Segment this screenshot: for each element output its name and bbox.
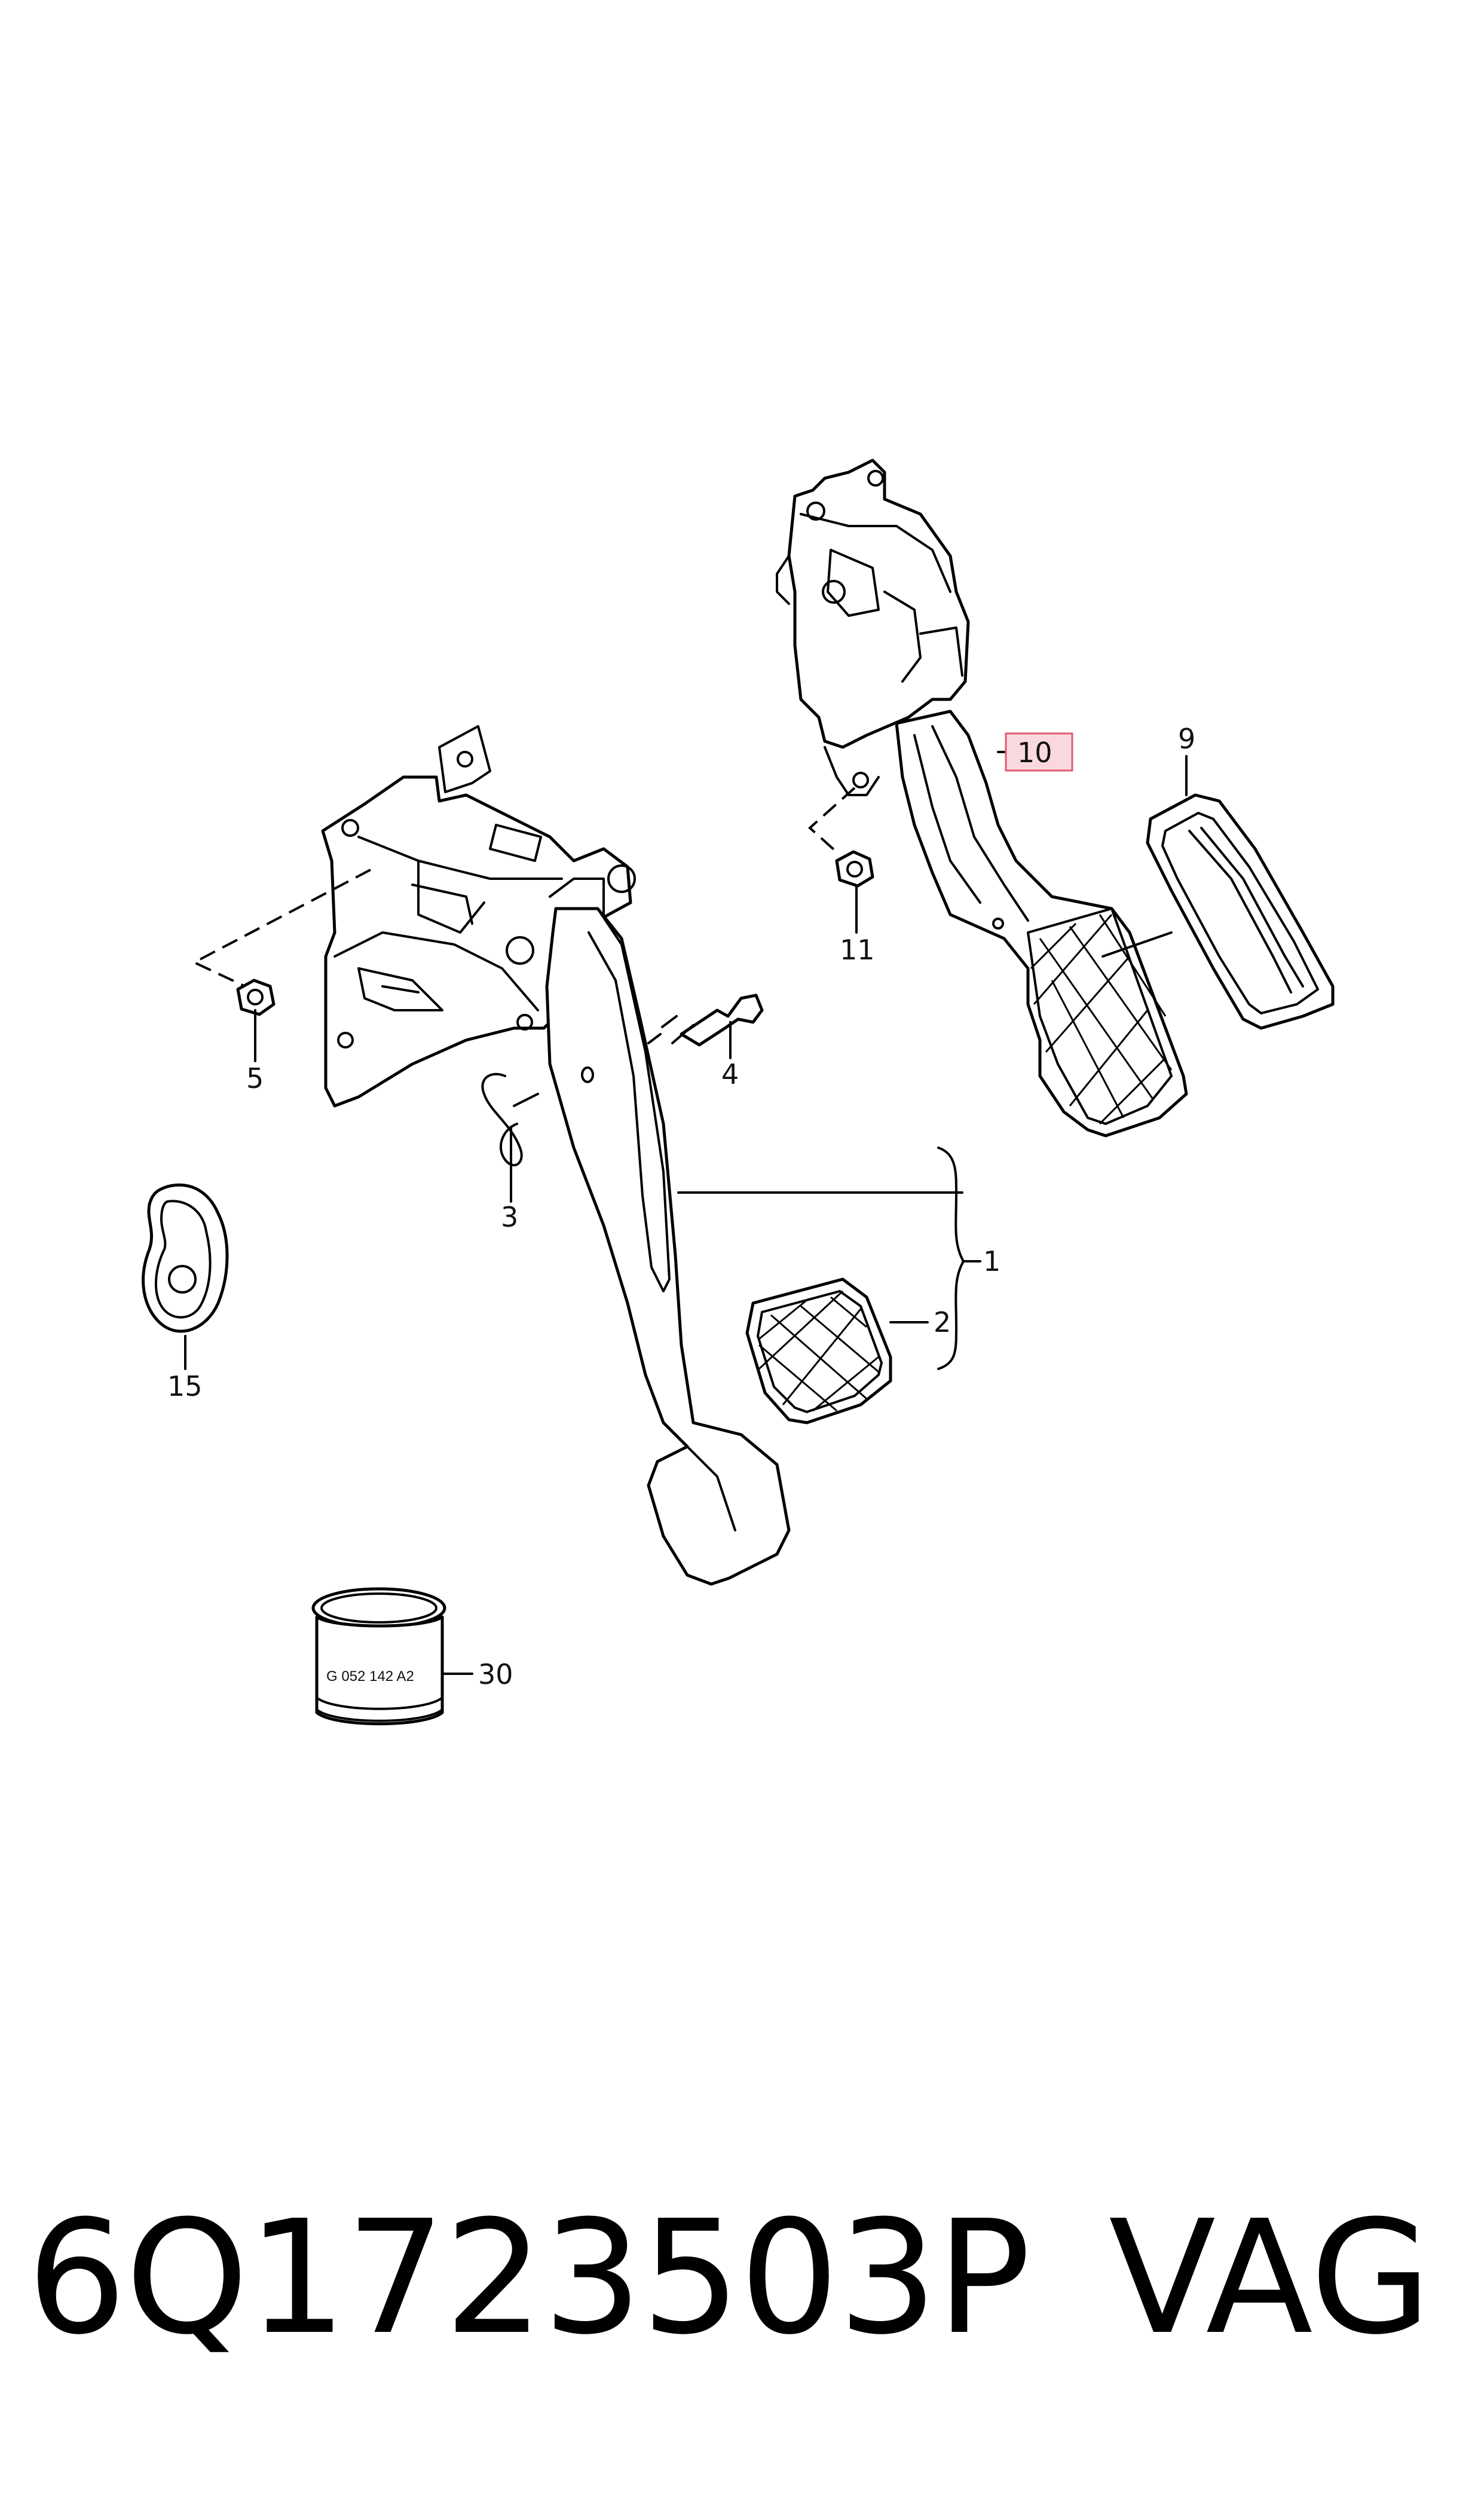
accelerator-pedal <box>895 710 1188 1138</box>
nut-11 <box>835 850 874 888</box>
brand-name: VAG <box>1109 2187 1432 2369</box>
retaining-clip <box>481 1072 539 1167</box>
callout-4: 4 <box>721 1058 739 1090</box>
callout-10: 10 <box>1017 736 1052 769</box>
part-number: 6Q1723503P <box>27 2187 1031 2369</box>
callout-9: 9 <box>1178 723 1195 755</box>
callout-3: 3 <box>501 1201 518 1233</box>
callout-11: 11 <box>840 934 875 966</box>
callout-30: 30 <box>478 1658 513 1690</box>
clutch-pedal-pad <box>745 1277 892 1424</box>
mounting-lines <box>191 787 856 988</box>
bushing-30: G 052 142 A2 <box>311 1587 446 1726</box>
bushing-marking: G 052 142 A2 <box>326 1668 414 1685</box>
accelerator-pedal-module <box>776 458 970 796</box>
callout-2: 2 <box>934 1306 951 1338</box>
highlight-box-10 <box>1005 732 1073 772</box>
clutch-pedal-arm <box>545 907 791 1586</box>
callout-5: 5 <box>246 1062 264 1095</box>
callout-1: 1 <box>983 1245 1000 1277</box>
accelerator-pad-cover <box>1146 793 1335 1030</box>
gasket-15 <box>142 1183 229 1333</box>
callout-15: 15 <box>167 1370 203 1402</box>
clevis-pin <box>647 993 764 1047</box>
clutch-pedal-bracket <box>321 725 636 1108</box>
nut-5 <box>236 979 276 1016</box>
callout-labels: 1 2 3 4 5 9 10 11 15 30 <box>167 723 1195 1690</box>
